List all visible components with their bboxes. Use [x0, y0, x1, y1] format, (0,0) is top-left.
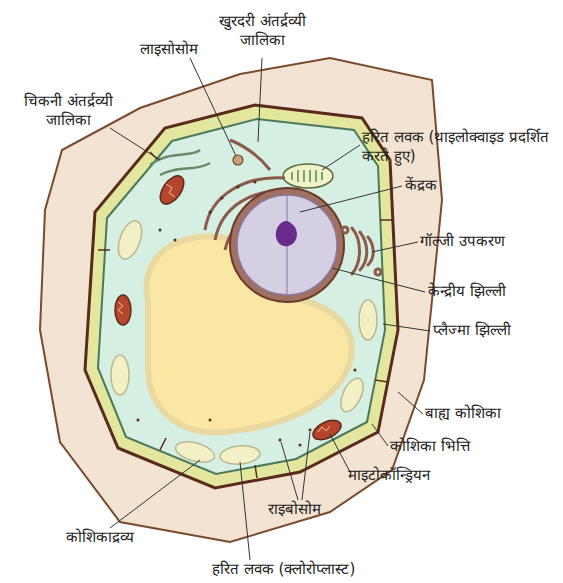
part-label: लाइसोसोम: [140, 40, 198, 59]
part-label: गॉल्जी उपकरण: [420, 232, 505, 251]
plasma-membrane: [98, 119, 385, 474]
part-label: चिकनी अंतर्द्रव्यी जालिका: [6, 92, 131, 130]
part-label: खुरदरी अंतर्द्रव्यी जालिका: [195, 12, 330, 50]
mitochondria: [115, 172, 344, 444]
part-label: केंद्रक: [405, 176, 437, 195]
part-label: माइटोकॉन्ड्रियन: [348, 466, 430, 485]
wall-pits: [98, 152, 393, 478]
part-label: केन्द्रीय झिल्ली: [428, 282, 506, 301]
part-label: हरित लवक (थाइलोक्वाइड प्रदर्शित करते हुए…: [362, 128, 560, 166]
part-label: कोशिका भित्ति: [390, 437, 470, 456]
lysosome: [233, 155, 243, 165]
part-label: हरित लवक (क्लोरोप्लास्ट): [212, 560, 355, 579]
part-label: कोशिकाद्रव्य: [66, 528, 134, 547]
part-label: राइबोसोम: [268, 500, 321, 519]
cell-wall: [85, 105, 398, 488]
part-label: प्लैज्मा झिल्ली: [433, 321, 511, 340]
part-label: बाह्य कोशिका: [425, 404, 501, 423]
smooth-er: [150, 150, 210, 175]
ribosomes: [137, 181, 357, 447]
